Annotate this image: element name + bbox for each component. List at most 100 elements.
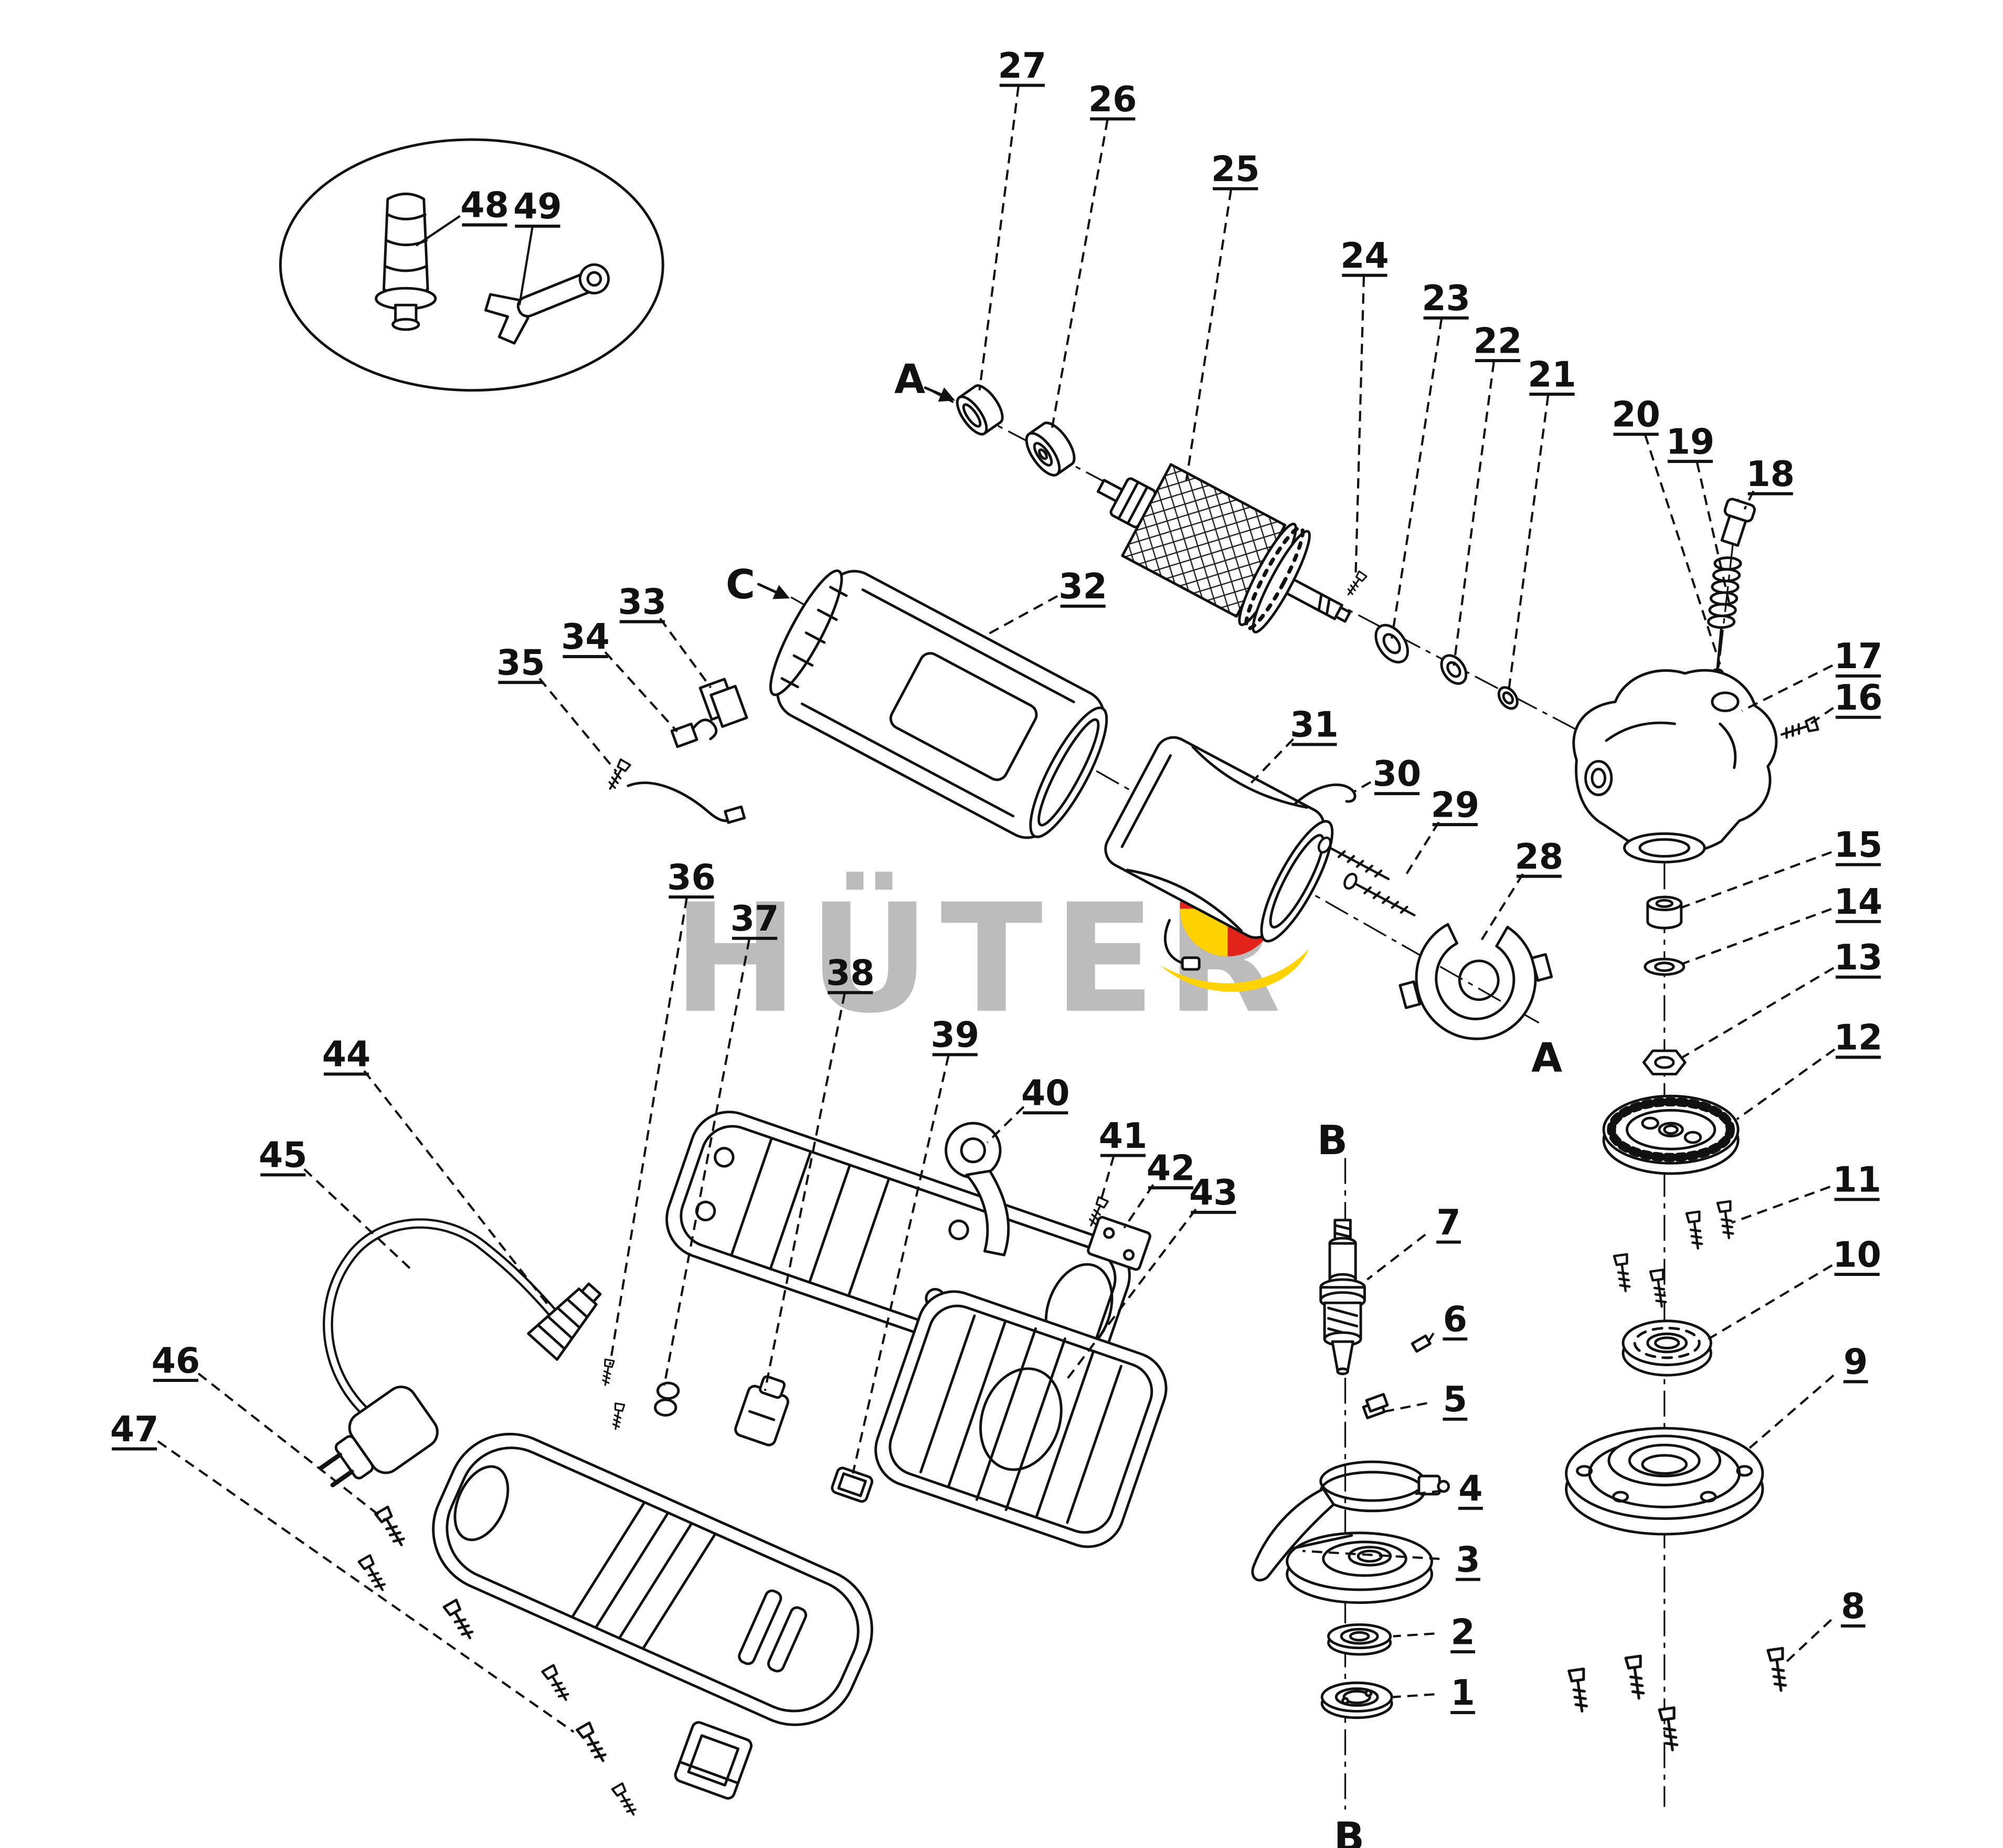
leader-line-9 (1746, 1374, 1835, 1451)
part-number-label-44: 44 (322, 1034, 371, 1075)
part-number-label-47: 47 (110, 1409, 159, 1450)
part-number-label-18: 18 (1746, 453, 1794, 494)
part-3-wheel-guard (1286, 1532, 1434, 1604)
part-2-inner-flange (1327, 1623, 1392, 1656)
leader-line-37 (663, 939, 750, 1386)
leader-line-46 (197, 1372, 386, 1521)
leader-line-41 (1098, 1155, 1115, 1205)
axis-letter-B-bottom: B (1334, 1814, 1364, 1848)
leader-line-7 (1366, 1233, 1426, 1281)
leader-line-15 (1678, 851, 1832, 910)
part-32-motor-housing (769, 569, 1108, 839)
leader-line-30 (1352, 781, 1372, 794)
part-number-label-40: 40 (1021, 1073, 1070, 1114)
leader-line-35 (538, 678, 618, 773)
part-number-label-39: 39 (931, 1015, 979, 1055)
armature-axis-line (930, 389, 1601, 743)
part-30-lead-wire (1164, 783, 1356, 971)
accessories-ellipse (279, 138, 664, 392)
part-25-armature-rotor (1096, 463, 1351, 633)
leader-line-36 (609, 897, 688, 1365)
part-16-screw (1779, 717, 1818, 741)
part-number-label-14: 14 (1834, 881, 1883, 922)
part-42-plate (1087, 1216, 1151, 1271)
part-15-spacer-sleeve (1646, 895, 1683, 930)
part-number-label-9: 9 (1843, 1342, 1868, 1382)
part-number-labels: 1234567891011121314151617181920212223242… (110, 45, 1883, 1714)
leader-line-38 (764, 993, 846, 1391)
axis-letter-A-middle: A (1531, 1034, 1562, 1081)
leader-line-45 (303, 1168, 412, 1270)
part-number-label-5: 5 (1443, 1379, 1467, 1420)
leader-line-27 (978, 86, 1020, 390)
leader-line-43 (1065, 1208, 1197, 1381)
leader-line-21 (1507, 395, 1550, 696)
leader-line-14 (1681, 907, 1832, 966)
part-5-key-block (1362, 1392, 1389, 1420)
part-26-ball-bearing (1025, 421, 1076, 477)
part-number-label-12: 12 (1834, 1017, 1883, 1058)
part-17-gear-head-housing (1572, 669, 1778, 864)
part-45-power-cord (323, 1218, 558, 1443)
axis-letter-B-top: B (1317, 1117, 1348, 1164)
leader-line-33 (659, 618, 712, 689)
part-number-label-7: 7 (1436, 1202, 1460, 1243)
part-21-nut (1497, 686, 1519, 710)
part-number-label-37: 37 (730, 898, 779, 939)
leader-line-28 (1480, 873, 1524, 942)
part-number-label-32: 32 (1058, 566, 1107, 607)
leader-line-2 (1393, 1632, 1435, 1638)
part-38-switch-slider (734, 1375, 790, 1446)
part-number-label-10: 10 (1832, 1234, 1881, 1275)
leader-line-1 (1393, 1693, 1435, 1698)
part-number-label-41: 41 (1099, 1115, 1148, 1156)
part-4-guard-clamp (1251, 1460, 1450, 1582)
side-handle-drawing (375, 193, 437, 331)
part-number-label-23: 23 (1422, 278, 1470, 319)
part-27-bearing-sleeve (956, 384, 1004, 436)
part-number-label-19: 19 (1666, 421, 1715, 462)
part-number-label-24: 24 (1340, 235, 1389, 276)
leader-line-3 (1302, 1550, 1440, 1560)
part-6-key (1411, 1334, 1432, 1353)
part-29-long-screws (1317, 836, 1418, 922)
part-18-spindle-lock-knob (1720, 498, 1756, 547)
leader-line-44 (363, 1070, 552, 1309)
part-number-label-21: 21 (1528, 354, 1576, 395)
part-number-label-27: 27 (998, 45, 1047, 86)
leader-line-29 (1402, 821, 1440, 880)
part-number-label-1: 1 (1451, 1672, 1475, 1713)
axis-letter-C-left: C (726, 562, 755, 608)
part-number-label-28: 28 (1515, 836, 1564, 877)
leader-line-20 (1644, 434, 1721, 665)
part-28-air-baffle (1398, 923, 1553, 1040)
part-number-label-43: 43 (1189, 1172, 1238, 1213)
part-44-cord-guard (527, 1282, 602, 1361)
part-number-label-45: 45 (259, 1135, 308, 1176)
part-number-label-30: 30 (1373, 753, 1422, 794)
part-33-brush-holder (698, 678, 748, 728)
part-34-carbon-brush (670, 719, 718, 748)
part-23-washer (1374, 624, 1409, 664)
leader-line-11 (1731, 1186, 1831, 1224)
leader-line-22 (1453, 362, 1495, 666)
leader-line-32 (984, 595, 1058, 637)
part-number-label-2: 2 (1451, 1611, 1475, 1652)
part-31-stator (1104, 736, 1334, 943)
part-number-label-35: 35 (496, 642, 545, 683)
part-1-clamp-nut (1320, 1681, 1393, 1719)
leader-line-4 (1413, 1490, 1443, 1495)
part-number-label-26: 26 (1088, 79, 1137, 120)
part-number-label-22: 22 (1474, 320, 1522, 361)
leader-line-16 (1806, 707, 1834, 727)
part-13-hex-nut (1642, 1049, 1687, 1075)
part-22-ring (1440, 654, 1468, 685)
part-number-label-31: 31 (1290, 704, 1338, 745)
leader-line-49 (518, 227, 534, 305)
part-35-screw-and-wire (605, 759, 746, 824)
part-number-label-25: 25 (1211, 149, 1260, 189)
leader-line-8 (1782, 1619, 1832, 1666)
part-number-label-6: 6 (1443, 1298, 1467, 1339)
leader-line-17 (1741, 664, 1834, 712)
